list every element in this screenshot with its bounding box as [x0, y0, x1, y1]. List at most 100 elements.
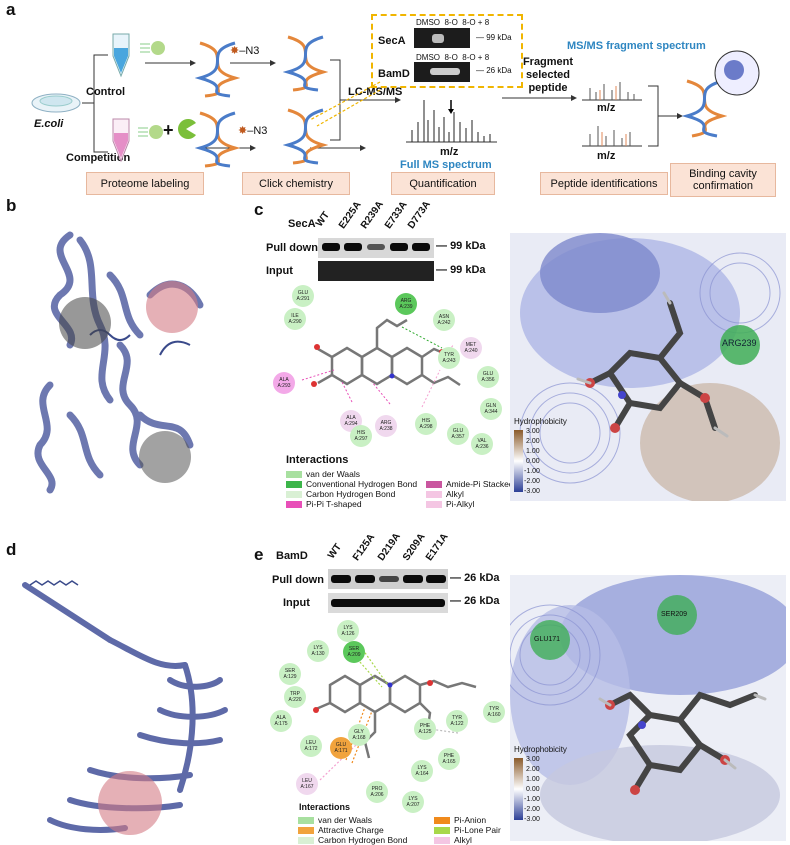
seca-scale-m200: -2.00: [524, 478, 540, 485]
msms-label: MS/MS fragment spectrum: [567, 40, 706, 52]
seca-lane-e733a: E733A: [382, 199, 410, 231]
bamd-scale-m100: -1.00: [524, 796, 540, 803]
seca-scale-200: 2.00: [526, 438, 540, 445]
bamd-ligand-diagram: [313, 642, 477, 781]
bamd-lane-f125a: F125A: [350, 532, 378, 563]
seca-legend-amide-pi: Amide-Pi Stacked: [426, 479, 514, 489]
seca-wb-title: SecA: [288, 218, 316, 230]
bamd-input-label: Input: [283, 597, 310, 609]
msms-spectrum-1: [582, 82, 642, 101]
bamd-pd-band-4: [403, 575, 423, 583]
bamd-interactions-title: Interactions: [299, 802, 351, 812]
seca-input-label: Input: [266, 265, 293, 277]
panel-label-c: c: [254, 200, 264, 219]
bamd-in-kda: — 26 kDa: [450, 595, 500, 607]
seca-legend-pi-alkyl: Pi-Alkyl: [426, 499, 474, 509]
bamd-pd-band-1: [331, 575, 351, 583]
bracket-binding: [648, 85, 683, 147]
azide-label-2: ✸–N3: [238, 125, 268, 137]
gel-lanes-bottom: DMSO 8-O 8-O + 8: [416, 53, 490, 62]
lcms-label: LC-MS/MS: [348, 86, 403, 98]
seca-lane-d773a: D773A: [405, 199, 433, 231]
panel-label-d: d: [6, 540, 17, 559]
bamd-lane-d219a: D219A: [375, 531, 403, 563]
arrows-labeling: [145, 60, 366, 151]
protein-helix-icon-3: [283, 35, 328, 92]
binding-site-sphere-2: [146, 281, 198, 333]
seca-lane-wt: WT: [313, 209, 332, 229]
bamd-binding-site-sphere: [98, 771, 162, 835]
bamd-pd-band-3: [379, 576, 399, 582]
bamd-scale-000: 0.00: [526, 786, 540, 793]
bamd-glu171-label: GLU171: [534, 636, 561, 643]
gel-seca-label: SecA: [378, 35, 406, 47]
seca-pulldown-label: Pull down: [266, 242, 318, 254]
protein-helix-icon-5: [682, 79, 727, 138]
bamd-ser209-sphere: [657, 595, 697, 635]
bamd-legend-alkyl: Alkyl: [434, 835, 472, 845]
bamd-legend-ch-bond: Carbon Hydrogen Bond: [298, 835, 407, 845]
seca-lane-e225a: E225A: [336, 199, 364, 231]
bamd-scale-100: 1.00: [526, 776, 540, 783]
seca-scale-m100: -1.00: [524, 468, 540, 475]
bamd-surface-view: [510, 575, 786, 841]
seca-legend-alkyl: Alkyl: [426, 489, 464, 499]
bamd-hydrophobicity-label: Hydrophobicity: [514, 745, 567, 754]
seca-legend-vdw: van der Waals: [286, 469, 360, 479]
bamd-legend-attractive: Attractive Charge: [298, 825, 384, 835]
seca-arg239-label: ARG239: [722, 338, 757, 348]
bamd-lane-wt: WT: [325, 541, 344, 561]
gel-lanes-top: DMSO 8-O 8-O + 8: [416, 18, 490, 27]
bamd-lane-e171a: E171A: [423, 531, 451, 563]
seca-in-kda: — 99 kDa: [436, 264, 486, 276]
seca-pd-band-1: [322, 243, 340, 251]
protein-helix-icon-2: [195, 111, 240, 168]
panel-label-a: a: [6, 0, 16, 19]
branch-lines: [82, 54, 108, 153]
step-peptide-identifications: Peptide identifications: [540, 172, 668, 195]
protein-helix-icon-4: [283, 108, 328, 165]
msms-spectrum-2: [582, 126, 642, 147]
bamd-lane-s209a: S209A: [400, 531, 428, 563]
seca-legend-pipi: Pi-Pi T-shaped: [286, 499, 362, 509]
bamd-pd-band-2: [355, 575, 375, 583]
seca-interactions-title: Interactions: [286, 454, 349, 466]
seca-legend-conv-hbond: Conventional Hydrogen Bond: [286, 479, 417, 489]
seca-ligand-diagram: [301, 318, 461, 408]
binding-site-sphere-1: [59, 297, 111, 349]
bamd-scale-200: 2.00: [526, 766, 540, 773]
panel-label-e: e: [254, 545, 264, 564]
seca-legend-ch-bond: Carbon Hydrogen Bond: [286, 489, 395, 499]
gel-bamd-label: BamD: [378, 68, 410, 80]
bracket-lcms: [330, 59, 401, 141]
step-binding-cavity: Binding cavity confirmation: [670, 163, 776, 197]
seca-pd-band-5: [412, 243, 430, 251]
seca-pd-kda: — 99 kDa: [436, 240, 486, 252]
protein-helix-icon-1: [195, 41, 240, 98]
step-proteome-labeling: Proteome labeling: [86, 172, 204, 195]
probe-icon: [140, 41, 165, 55]
step-click-chemistry: Click chemistry: [242, 172, 350, 195]
azide-label-1: ✸–N3: [230, 45, 260, 57]
seca-pd-band-3: [367, 244, 385, 250]
mz-label-3: m/z: [597, 150, 616, 162]
fragment-arrow: [502, 95, 577, 101]
organism-label: E.coli: [34, 118, 64, 130]
bamd-pd-band-5: [426, 575, 446, 583]
